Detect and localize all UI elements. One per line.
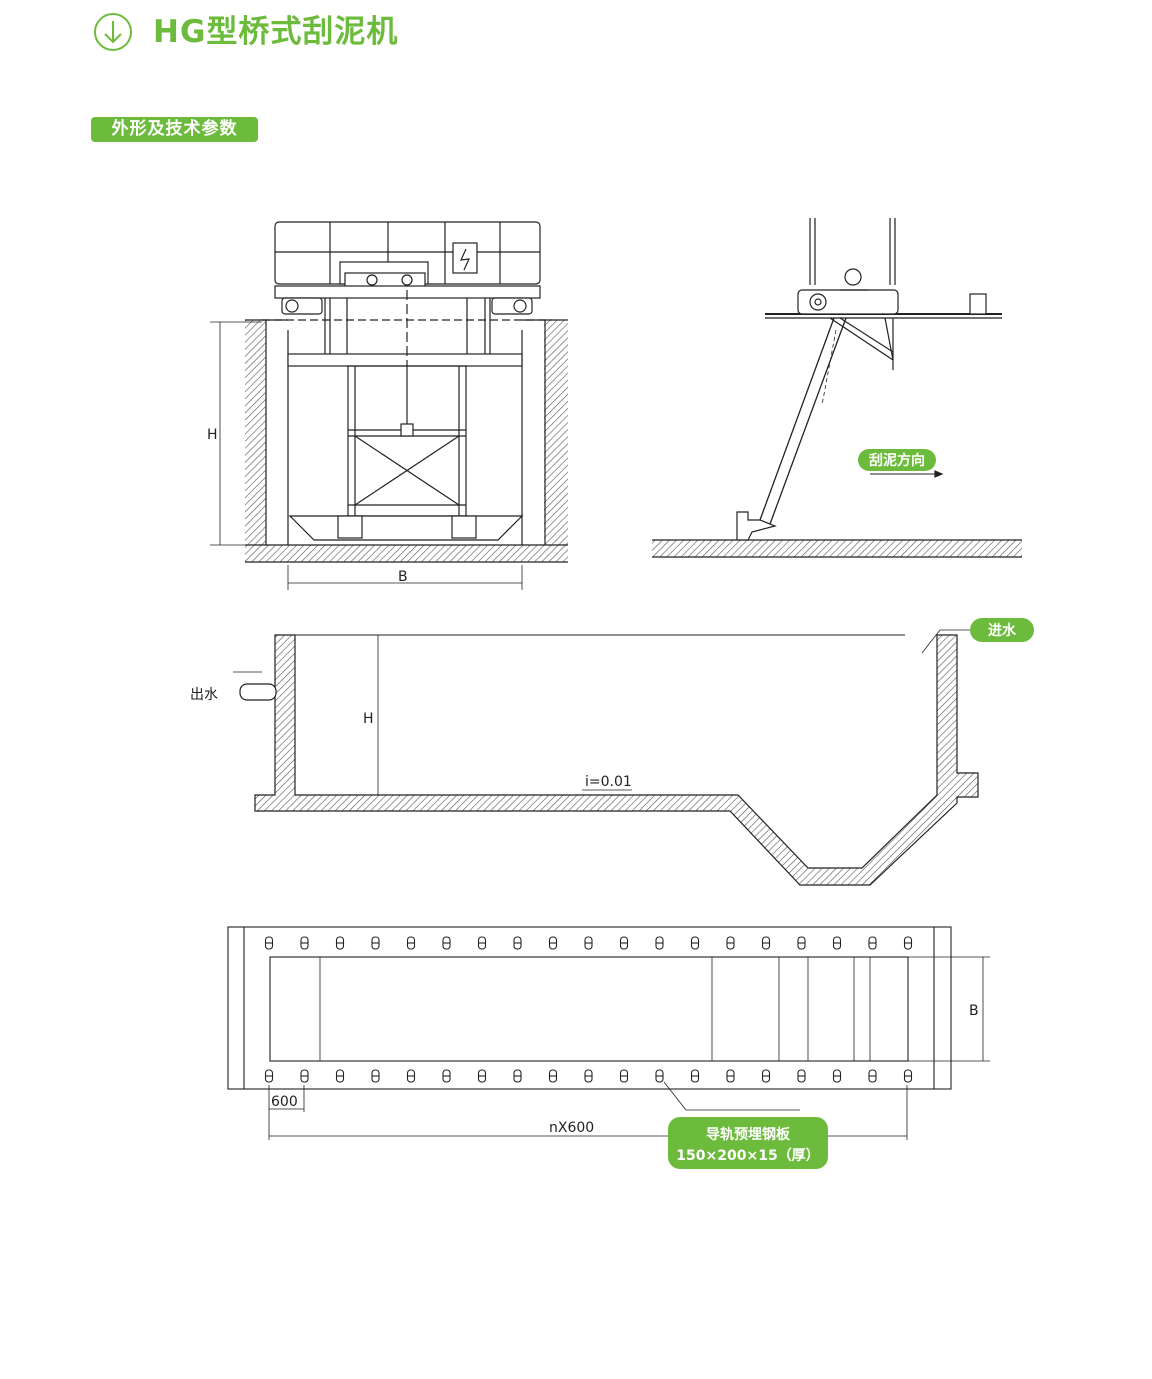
front-view [210, 221, 568, 590]
plan-inner-tank [269, 956, 909, 1062]
inlet-label: 进水 [988, 622, 1017, 639]
embed-plate-pill: 导轨预埋钢板 150×200×15（厚） [668, 1117, 828, 1169]
side-floor [652, 540, 1022, 557]
slope-label: i=0.01 [585, 774, 632, 790]
arrow-down-circle-icon [94, 13, 132, 51]
outlet-pipe [239, 683, 277, 701]
front-height-label: H [207, 427, 218, 443]
page-title: HG型桥式刮泥机 [153, 14, 399, 50]
scraper-arm [759, 317, 835, 521]
side-view [652, 218, 1022, 558]
embed-plates-bottom [264, 1069, 913, 1083]
embed-plates-top [264, 936, 913, 950]
direction-label: 刮泥方向 [869, 452, 925, 469]
side-carriage [797, 289, 899, 315]
scraper-blade [288, 515, 524, 541]
plan-view [227, 926, 990, 1140]
length-label: nX600 [549, 1120, 594, 1136]
drive-unit [344, 272, 426, 288]
pitch-label: 600 [271, 1094, 298, 1110]
direction-pill: 刮泥方向 [858, 449, 936, 471]
section-height-label: H [363, 711, 374, 727]
section-tag: 外形及技术参数 [91, 117, 258, 142]
section-view [233, 629, 979, 886]
cross-beam [287, 353, 523, 367]
inlet-pill: 进水 [970, 618, 1034, 642]
plan-outer-wall [227, 926, 952, 1090]
plan-width-label: B [969, 1003, 979, 1019]
embed-plate-label-line1: 导轨预埋钢板 [706, 1126, 791, 1143]
embed-plate-label-line2: 150×200×15（厚） [676, 1148, 819, 1164]
outlet-label: 出水 [190, 687, 218, 703]
front-width-label: B [398, 569, 408, 585]
section-tank-body [254, 634, 979, 886]
front-tank-floor [245, 545, 568, 562]
